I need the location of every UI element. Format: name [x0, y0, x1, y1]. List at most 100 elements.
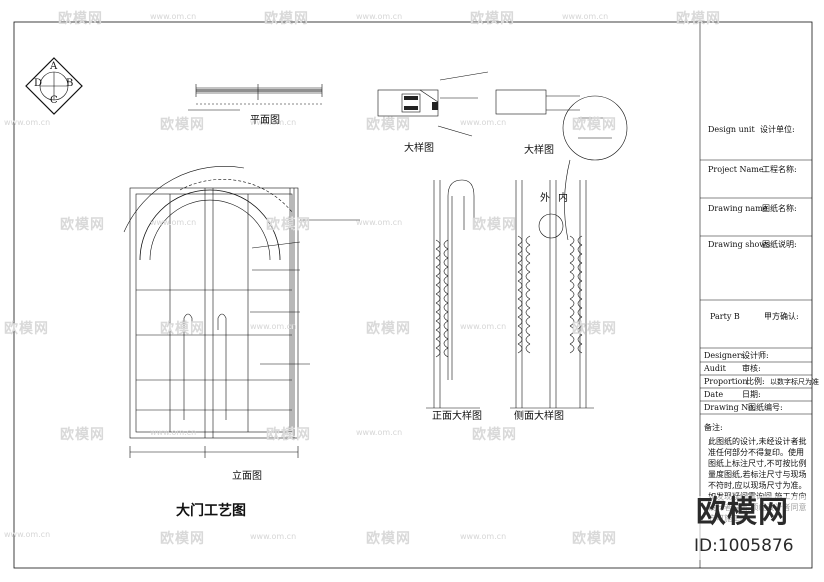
bead-profile [435, 320, 449, 331]
watermark-text: 欧模网 [572, 117, 617, 133]
bead-profile [435, 347, 449, 358]
side-detail-label: 侧面大样图 [514, 411, 564, 422]
drawing-no-en: Drawing No. [704, 403, 756, 412]
bead-profile [435, 239, 449, 250]
proportion-en: Proportion [704, 377, 748, 386]
watermark-url: www.om.cn [150, 218, 197, 227]
bead-profile [569, 289, 583, 300]
bead-profile [569, 280, 583, 291]
drawing-no-cn: 图纸编号: [748, 403, 783, 412]
watermark-text: 欧模网 [266, 427, 311, 443]
bead-profile [435, 257, 449, 268]
watermark-text: 欧模网 [264, 11, 309, 27]
detail-label: 大样图 [524, 145, 554, 156]
drawing-shows-cn: 图纸说明: [762, 240, 797, 249]
watermark-text: 欧模网 [366, 321, 411, 337]
watermark-text: 欧模网 [366, 117, 411, 133]
party-b-en: Party B [710, 312, 740, 321]
project-name-en: Project Name [708, 165, 764, 174]
id-badge: 欧模网 ID:1005876 [690, 496, 806, 560]
design-unit-cn: 设计单位: [760, 125, 795, 134]
bead-profile [517, 271, 531, 282]
audit-en: Audit [704, 364, 726, 373]
notes-title: 备注: [704, 423, 723, 432]
watermark-text: 欧模网 [572, 321, 617, 337]
watermark-url: www.om.cn [250, 322, 297, 331]
bead-profile [517, 235, 531, 246]
drawing-name-cn: 图纸名称: [762, 204, 797, 213]
bead-profile [435, 302, 449, 313]
date-en: Date [704, 390, 724, 399]
elevation-label: 立面图 [232, 471, 262, 482]
watermark-url: www.om.cn [150, 428, 197, 437]
bead-profile [517, 289, 531, 300]
bead-profile [435, 248, 449, 259]
bead-profile [569, 262, 583, 273]
bead-profile [435, 338, 449, 349]
bead-profile [517, 343, 531, 354]
watermark-url: www.om.cn [356, 218, 403, 227]
compass-letter: C [50, 95, 58, 106]
watermark-text: 欧模网 [160, 117, 205, 133]
bead-profile [569, 307, 583, 318]
watermark-text: 欧模网 [160, 321, 205, 337]
bead-profile [569, 271, 583, 282]
plan-label: 平面图 [250, 115, 280, 126]
watermark-url: www.om.cn [460, 118, 507, 127]
outside-label: 外 [540, 193, 550, 204]
watermark-url: www.om.cn [250, 118, 297, 127]
bead-profile [435, 284, 449, 295]
inside-label: 内 [558, 193, 568, 204]
watermark-text: 欧模网 [4, 321, 49, 337]
watermark-text: 欧模网 [472, 217, 517, 233]
watermark-url: www.om.cn [356, 428, 403, 437]
project-name-cn: 工程名称: [762, 165, 797, 174]
badge-id: ID:1005876 [694, 536, 794, 556]
bead-profile [517, 307, 531, 318]
bead-profile [569, 343, 583, 354]
proportion-cn: 比例: [746, 377, 765, 386]
designers-en: Designers [704, 351, 745, 360]
watermark-url: www.om.cn [150, 12, 197, 21]
watermark-text: 欧模网 [572, 531, 617, 547]
watermark-url: www.om.cn [356, 12, 403, 21]
compass-letter: B [66, 78, 74, 89]
drawing-title: 大门工艺图 [176, 503, 246, 519]
watermark-url: www.om.cn [460, 322, 507, 331]
bead-profile [517, 280, 531, 291]
bead-profile [517, 298, 531, 309]
compass-letter: A [50, 61, 58, 72]
watermark-text: 欧模网 [160, 531, 205, 547]
bead-profile [517, 244, 531, 255]
bead-profile [569, 316, 583, 327]
bead-profile [517, 253, 531, 264]
drawing-shows-en: Drawing shows [708, 240, 771, 249]
bead-profile [569, 334, 583, 345]
bead-profile [517, 334, 531, 345]
watermark-url: www.om.cn [4, 118, 51, 127]
bead-profile [435, 311, 449, 322]
watermark-text: 欧模网 [266, 217, 311, 233]
watermark-url: www.om.cn [4, 530, 51, 539]
watermark-text: 欧模网 [470, 11, 515, 27]
detail-label: 大样图 [404, 143, 434, 154]
compass-letter: D [34, 78, 43, 89]
party-b-cn: 甲方确认: [764, 312, 799, 321]
date-cn: 日期: [742, 390, 761, 399]
watermark-text: 欧模网 [676, 11, 721, 27]
bead-profile [569, 298, 583, 309]
bead-profile [435, 266, 449, 277]
watermark-url: www.om.cn [562, 12, 609, 21]
watermark-text: 欧模网 [366, 531, 411, 547]
watermark-url: www.om.cn [460, 532, 507, 541]
bead-profile [435, 329, 449, 340]
bead-profile [517, 325, 531, 336]
watermark-text: 欧模网 [58, 11, 103, 27]
badge-logo: 欧模网 [696, 495, 789, 530]
bead-profile [517, 262, 531, 273]
watermark-text: 欧模网 [60, 217, 105, 233]
bead-profile [435, 293, 449, 304]
design-unit-en: Design unit [708, 125, 755, 134]
